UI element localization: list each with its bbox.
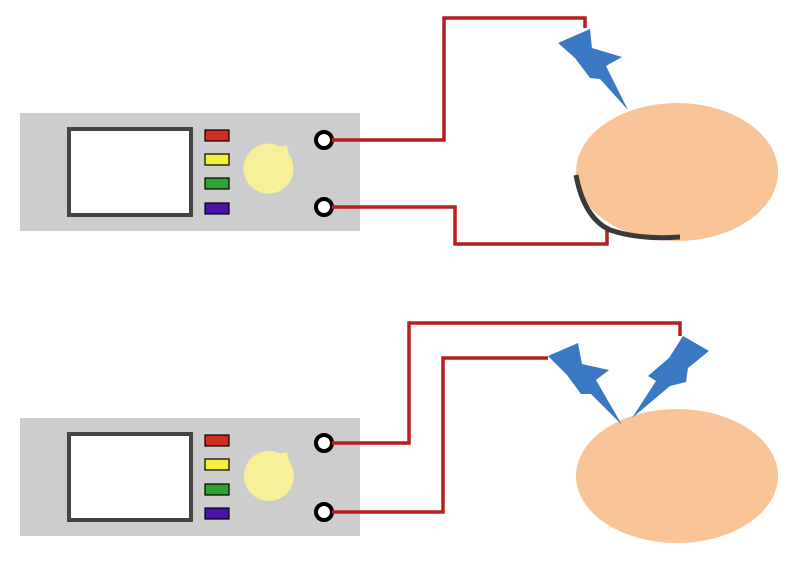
lightning-bolt-icon (548, 343, 622, 425)
generator-button-red[interactable] (204, 129, 230, 142)
terminal-jack-icon (314, 197, 334, 217)
return-pad (573, 174, 681, 241)
generator-button-yellow[interactable] (204, 458, 230, 471)
lightning-bolt-icon (632, 336, 709, 418)
monopolar-setup (20, 16, 778, 246)
generator-button-purple[interactable] (204, 507, 230, 520)
generator-button-yellow[interactable] (204, 153, 230, 166)
generator-unit-top (20, 113, 360, 231)
bipolar-wire-outer (332, 321, 682, 445)
tissue (576, 409, 778, 543)
lightning-bolt-icon (558, 29, 628, 110)
bipolar-wire-inner (332, 356, 548, 514)
generator-button-purple[interactable] (204, 202, 230, 215)
generator-button-green[interactable] (204, 483, 230, 496)
dial-knob-icon[interactable] (243, 450, 294, 501)
terminal-jack-icon (314, 130, 334, 150)
generator-screen (67, 432, 193, 522)
active-electrode-wire (332, 16, 587, 142)
generator-screen (67, 127, 193, 217)
bipolar-setup (20, 321, 778, 543)
generator-unit-bottom (20, 418, 360, 536)
generator-button-green[interactable] (204, 177, 230, 190)
dial-knob-icon[interactable] (243, 143, 294, 194)
tissue (576, 103, 778, 241)
terminal-jack-icon (314, 502, 334, 522)
return-electrode-wire (332, 205, 609, 246)
terminal-jack-icon (314, 433, 334, 453)
generator-button-red[interactable] (204, 434, 230, 447)
